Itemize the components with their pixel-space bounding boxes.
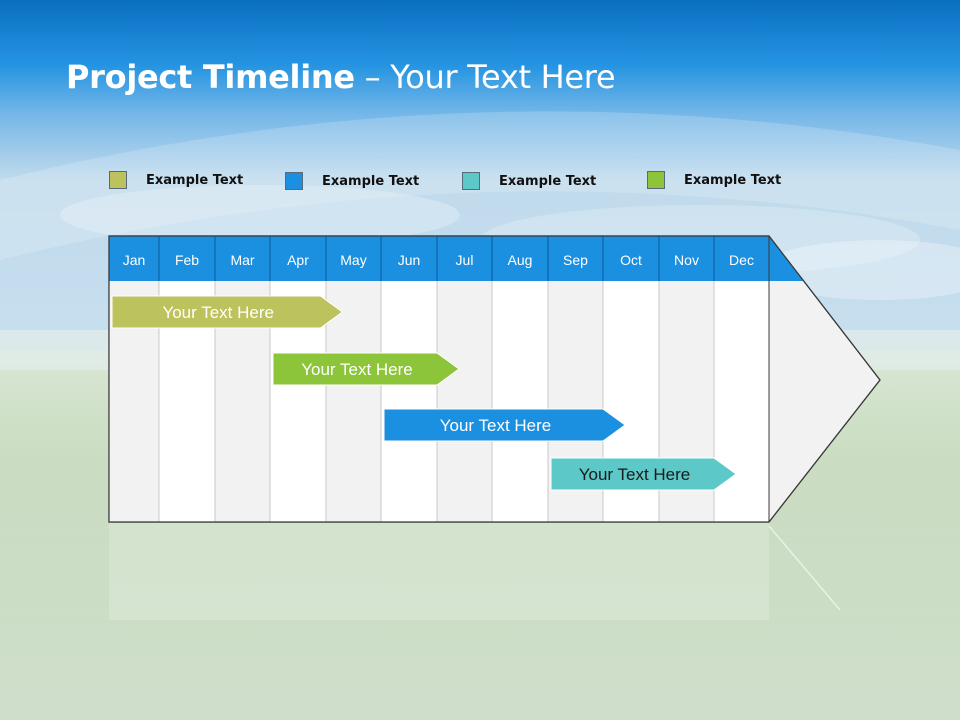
- legend-item-3: Example Text: [462, 172, 596, 190]
- legend-label: Example Text: [684, 172, 782, 188]
- legend-swatch: [285, 172, 303, 190]
- legend-swatch: [109, 171, 127, 189]
- month-label-sep: Sep: [563, 252, 588, 268]
- month-column: [492, 281, 548, 522]
- month-label-may: May: [340, 252, 366, 268]
- month-column: [381, 281, 437, 522]
- legend-item-1: Example Text: [109, 171, 243, 189]
- task-bar-3: [383, 408, 626, 442]
- month-label-mar: Mar: [230, 252, 254, 268]
- month-column: [437, 281, 492, 522]
- month-label-dec: Dec: [729, 252, 754, 268]
- reflection: [109, 522, 769, 620]
- month-header-band: [109, 236, 803, 281]
- task-label-2: Your Text Here: [301, 360, 413, 379]
- task-bar-1: [111, 295, 344, 329]
- reflection-edge: [768, 525, 841, 611]
- task-label-1: Your Text Here: [162, 303, 274, 322]
- month-label-nov: Nov: [674, 252, 699, 268]
- legend-item-4: Example Text: [647, 171, 781, 189]
- month-label-jan: Jan: [123, 252, 146, 268]
- timeline-outline: [108, 235, 881, 523]
- task-bar-2: [272, 352, 460, 386]
- month-label-jun: Jun: [398, 252, 421, 268]
- legend-label: Example Text: [499, 173, 597, 189]
- month-label-oct: Oct: [620, 252, 642, 268]
- month-label-jul: Jul: [456, 252, 474, 268]
- legend-item-2: Example Text: [285, 172, 419, 190]
- legend-label: Example Text: [322, 173, 420, 189]
- legend-swatch: [462, 172, 480, 190]
- task-bar-4: [550, 457, 737, 491]
- title-bold: Project Timeline: [66, 58, 355, 96]
- task-label-3: Your Text Here: [440, 416, 552, 435]
- month-label-apr: Apr: [287, 252, 309, 268]
- month-column: [714, 281, 769, 522]
- title-subtitle: – Your Text Here: [354, 58, 616, 96]
- task-label-4: Your Text Here: [579, 465, 691, 484]
- month-column: [326, 281, 381, 522]
- month-label-aug: Aug: [508, 252, 533, 268]
- legend-label: Example Text: [146, 172, 244, 188]
- month-label-feb: Feb: [175, 252, 199, 268]
- page-title: Project Timeline – Your Text Here: [66, 58, 616, 96]
- legend-swatch: [647, 171, 665, 189]
